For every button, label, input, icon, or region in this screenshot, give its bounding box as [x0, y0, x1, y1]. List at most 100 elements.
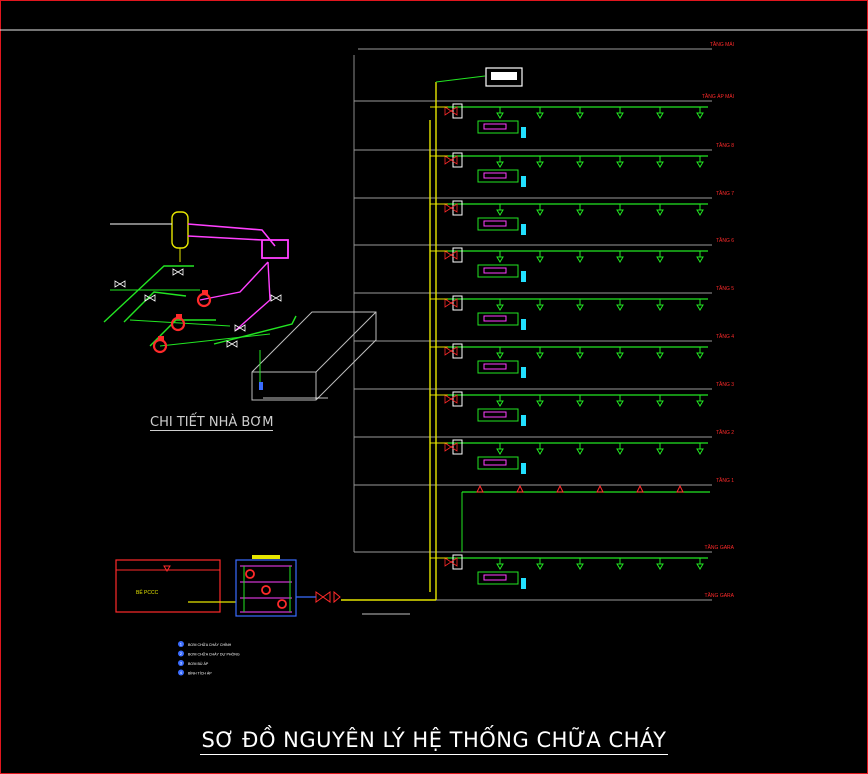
sprinkler-head: [536, 209, 544, 216]
test-valve: [483, 267, 507, 274]
pump-skid: [235, 559, 297, 617]
flow-switch: [452, 200, 463, 216]
sprinkler-head: [616, 161, 624, 168]
legend-text: BƠM CHỮA CHÁY DỰ PHÒNG: [188, 652, 240, 657]
sprinkler-head: [576, 352, 584, 359]
roof-tank: [485, 67, 523, 87]
test-valve: [483, 363, 507, 370]
sprinkler-head: [656, 209, 664, 216]
sprinkler-head: [556, 484, 564, 493]
drain-box: [521, 367, 526, 378]
sprinkler-head: [496, 161, 504, 168]
sprinkler-head: [616, 209, 624, 216]
sprinkler-head: [576, 304, 584, 311]
sprinkler-head: [496, 209, 504, 216]
sprinkler-head: [656, 400, 664, 407]
floor-label: TẦNG 7: [716, 190, 734, 197]
sprinkler-head: [696, 563, 704, 570]
legend-number: 4: [180, 670, 183, 675]
pump-motor: [176, 314, 182, 318]
pump-frame: [243, 566, 291, 612]
sprinkler-head: [696, 112, 704, 119]
fire-water-tank: [115, 559, 221, 613]
manifold-header: [261, 239, 289, 259]
sprinkler-head: [536, 112, 544, 119]
sprinkler-head: [576, 161, 584, 168]
pump-piping: [240, 565, 292, 613]
drain-box: [521, 319, 526, 330]
test-loop: [477, 408, 519, 422]
test-loop: [477, 456, 519, 470]
drain-box: [521, 415, 526, 426]
valve: [234, 324, 246, 332]
sprinkler-head: [656, 352, 664, 359]
legend-text: BƠM BÙ ÁP: [188, 661, 209, 666]
riser-feed: [199, 261, 271, 331]
legend-bullet: [178, 660, 184, 666]
gate-valve: [444, 442, 458, 452]
test-valve: [483, 411, 507, 418]
sprinkler-head: [496, 448, 504, 455]
floor-label: TẦNG 2: [716, 429, 734, 436]
flow-switch: [452, 295, 463, 311]
sprinkler-head: [496, 112, 504, 119]
flow-switch: [452, 391, 463, 407]
sprinkler-head: [536, 256, 544, 263]
floor-label: TẦNG MÁI: [710, 41, 734, 48]
flow-switch: [452, 439, 463, 455]
sprinkler-head: [696, 209, 704, 216]
floor-label: TẦNG 5: [716, 285, 734, 292]
legend-bullet: [178, 669, 184, 676]
control-panel: [252, 555, 280, 559]
drain-box: [521, 127, 526, 138]
sprinkler-head: [656, 161, 664, 168]
sprinkler-head: [616, 563, 624, 570]
check-valve: [333, 590, 341, 604]
floor-label: TẦNG 1: [716, 477, 734, 484]
drawing-title: SƠ ĐỒ NGUYÊN LÝ HỆ THỐNG CHỮA CHÁY: [0, 728, 868, 755]
base-pump-1: [245, 569, 255, 579]
test-loop: [477, 264, 519, 278]
legend-text: BÌNH TÍCH ÁP: [188, 672, 212, 676]
drain-box: [521, 176, 526, 187]
flow-switch: [452, 554, 463, 570]
floor-label: TẦNG 6: [716, 237, 734, 244]
sprinkler-head: [616, 256, 624, 263]
sprinkler-head: [576, 209, 584, 216]
discharge-valve: [315, 591, 331, 603]
gate-valve: [444, 394, 458, 404]
test-loop: [477, 169, 519, 183]
sprinkler-head: [656, 112, 664, 119]
test-loop: [477, 312, 519, 326]
sprinkler-head: [536, 352, 544, 359]
pump-room-box: [251, 311, 377, 401]
test-valve: [483, 123, 507, 130]
pump-1: [196, 292, 212, 308]
floor-levels: TẦNG MÁI TẦNG ÁP MÁI TẦNG 8 TẦNG 7 TẦNG 6 TẦN…: [354, 41, 735, 601]
sprinkler-head: [496, 352, 504, 359]
legend-bullet: [178, 641, 184, 647]
sprinkler-head: [576, 112, 584, 119]
gate-valve: [444, 106, 458, 116]
flow-switch: [452, 103, 463, 119]
gate-valve: [444, 346, 458, 356]
sprinkler-head: [656, 563, 664, 570]
sprinkler-head: [596, 484, 604, 493]
test-valve: [483, 574, 507, 581]
legend-number: 1: [180, 641, 183, 646]
floor-label: TẦNG ÁP MÁI: [702, 93, 734, 100]
flow-switch: [452, 247, 463, 263]
valve: [226, 340, 238, 348]
tank-label: BỂ PCCC: [136, 589, 159, 596]
sprinkler-head: [656, 448, 664, 455]
floor-label: TẦNG 8: [716, 142, 734, 149]
sprinkler-head: [576, 256, 584, 263]
sprinkler-head: [476, 484, 484, 493]
roof-tank-fill: [491, 72, 517, 80]
pressure-tank: [171, 211, 189, 249]
pump-house-detail: [103, 211, 377, 401]
test-loop: [477, 217, 519, 231]
floor-label: TẦNG GARA: [705, 592, 735, 599]
pump-detail-title: CHI TIẾT NHÀ BƠM: [150, 415, 274, 431]
